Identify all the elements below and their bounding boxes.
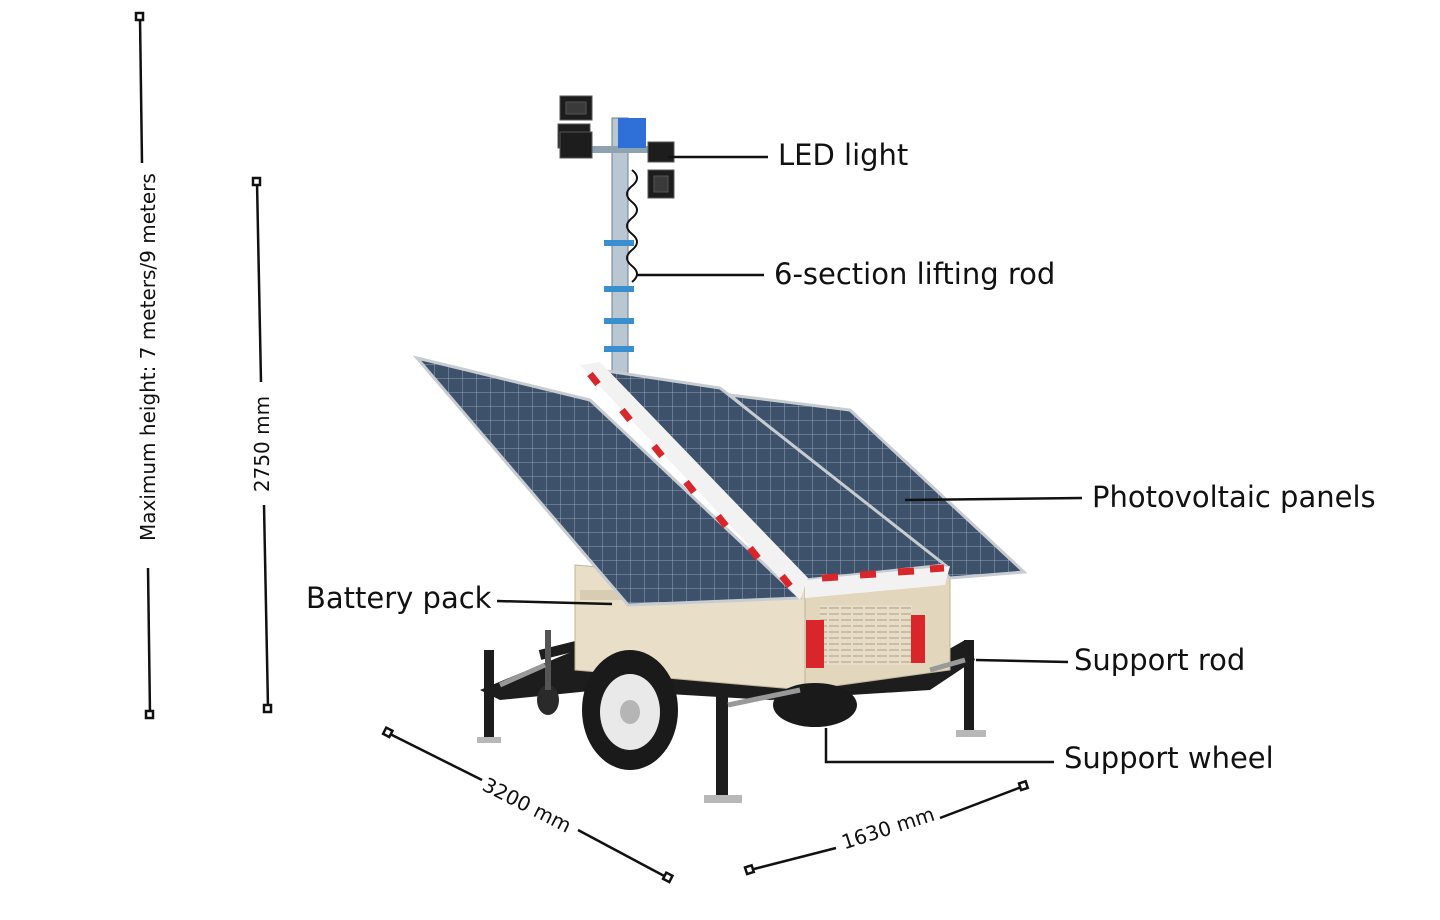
jockey-wheel bbox=[537, 630, 559, 715]
leader-support-rod bbox=[975, 658, 1069, 664]
width-dimension-line bbox=[743, 779, 1030, 876]
label-lifting-rod: 6-section lifting rod bbox=[774, 257, 1056, 291]
label-support-rod: Support rod bbox=[1074, 643, 1246, 677]
label-battery-pack: Battery pack bbox=[306, 581, 492, 615]
reflector-strip bbox=[580, 362, 950, 600]
main-wheel bbox=[582, 650, 678, 770]
leader-battery-pack bbox=[496, 599, 613, 606]
support-wheel bbox=[773, 683, 857, 727]
leader-photovoltaic-panels bbox=[904, 496, 1083, 502]
body-height-dimension-line bbox=[251, 176, 273, 714]
label-photovoltaic-panels: Photovoltaic panels bbox=[1092, 480, 1376, 514]
dimension-body-height: 2750 mm bbox=[250, 395, 274, 493]
leader-lines bbox=[496, 155, 1083, 764]
label-support-wheel: Support wheel bbox=[1064, 741, 1274, 775]
telescopic-mast bbox=[578, 117, 664, 381]
label-led-light: LED light bbox=[778, 138, 909, 172]
support-legs bbox=[477, 640, 986, 803]
led-light-heads bbox=[557, 95, 675, 199]
dimension-max-height: Maximum height: 7 meters/9 meters bbox=[136, 173, 160, 541]
max-height-dimension-line bbox=[134, 11, 155, 720]
length-dimension-line bbox=[381, 725, 675, 884]
leader-support-wheel bbox=[824, 728, 1054, 764]
